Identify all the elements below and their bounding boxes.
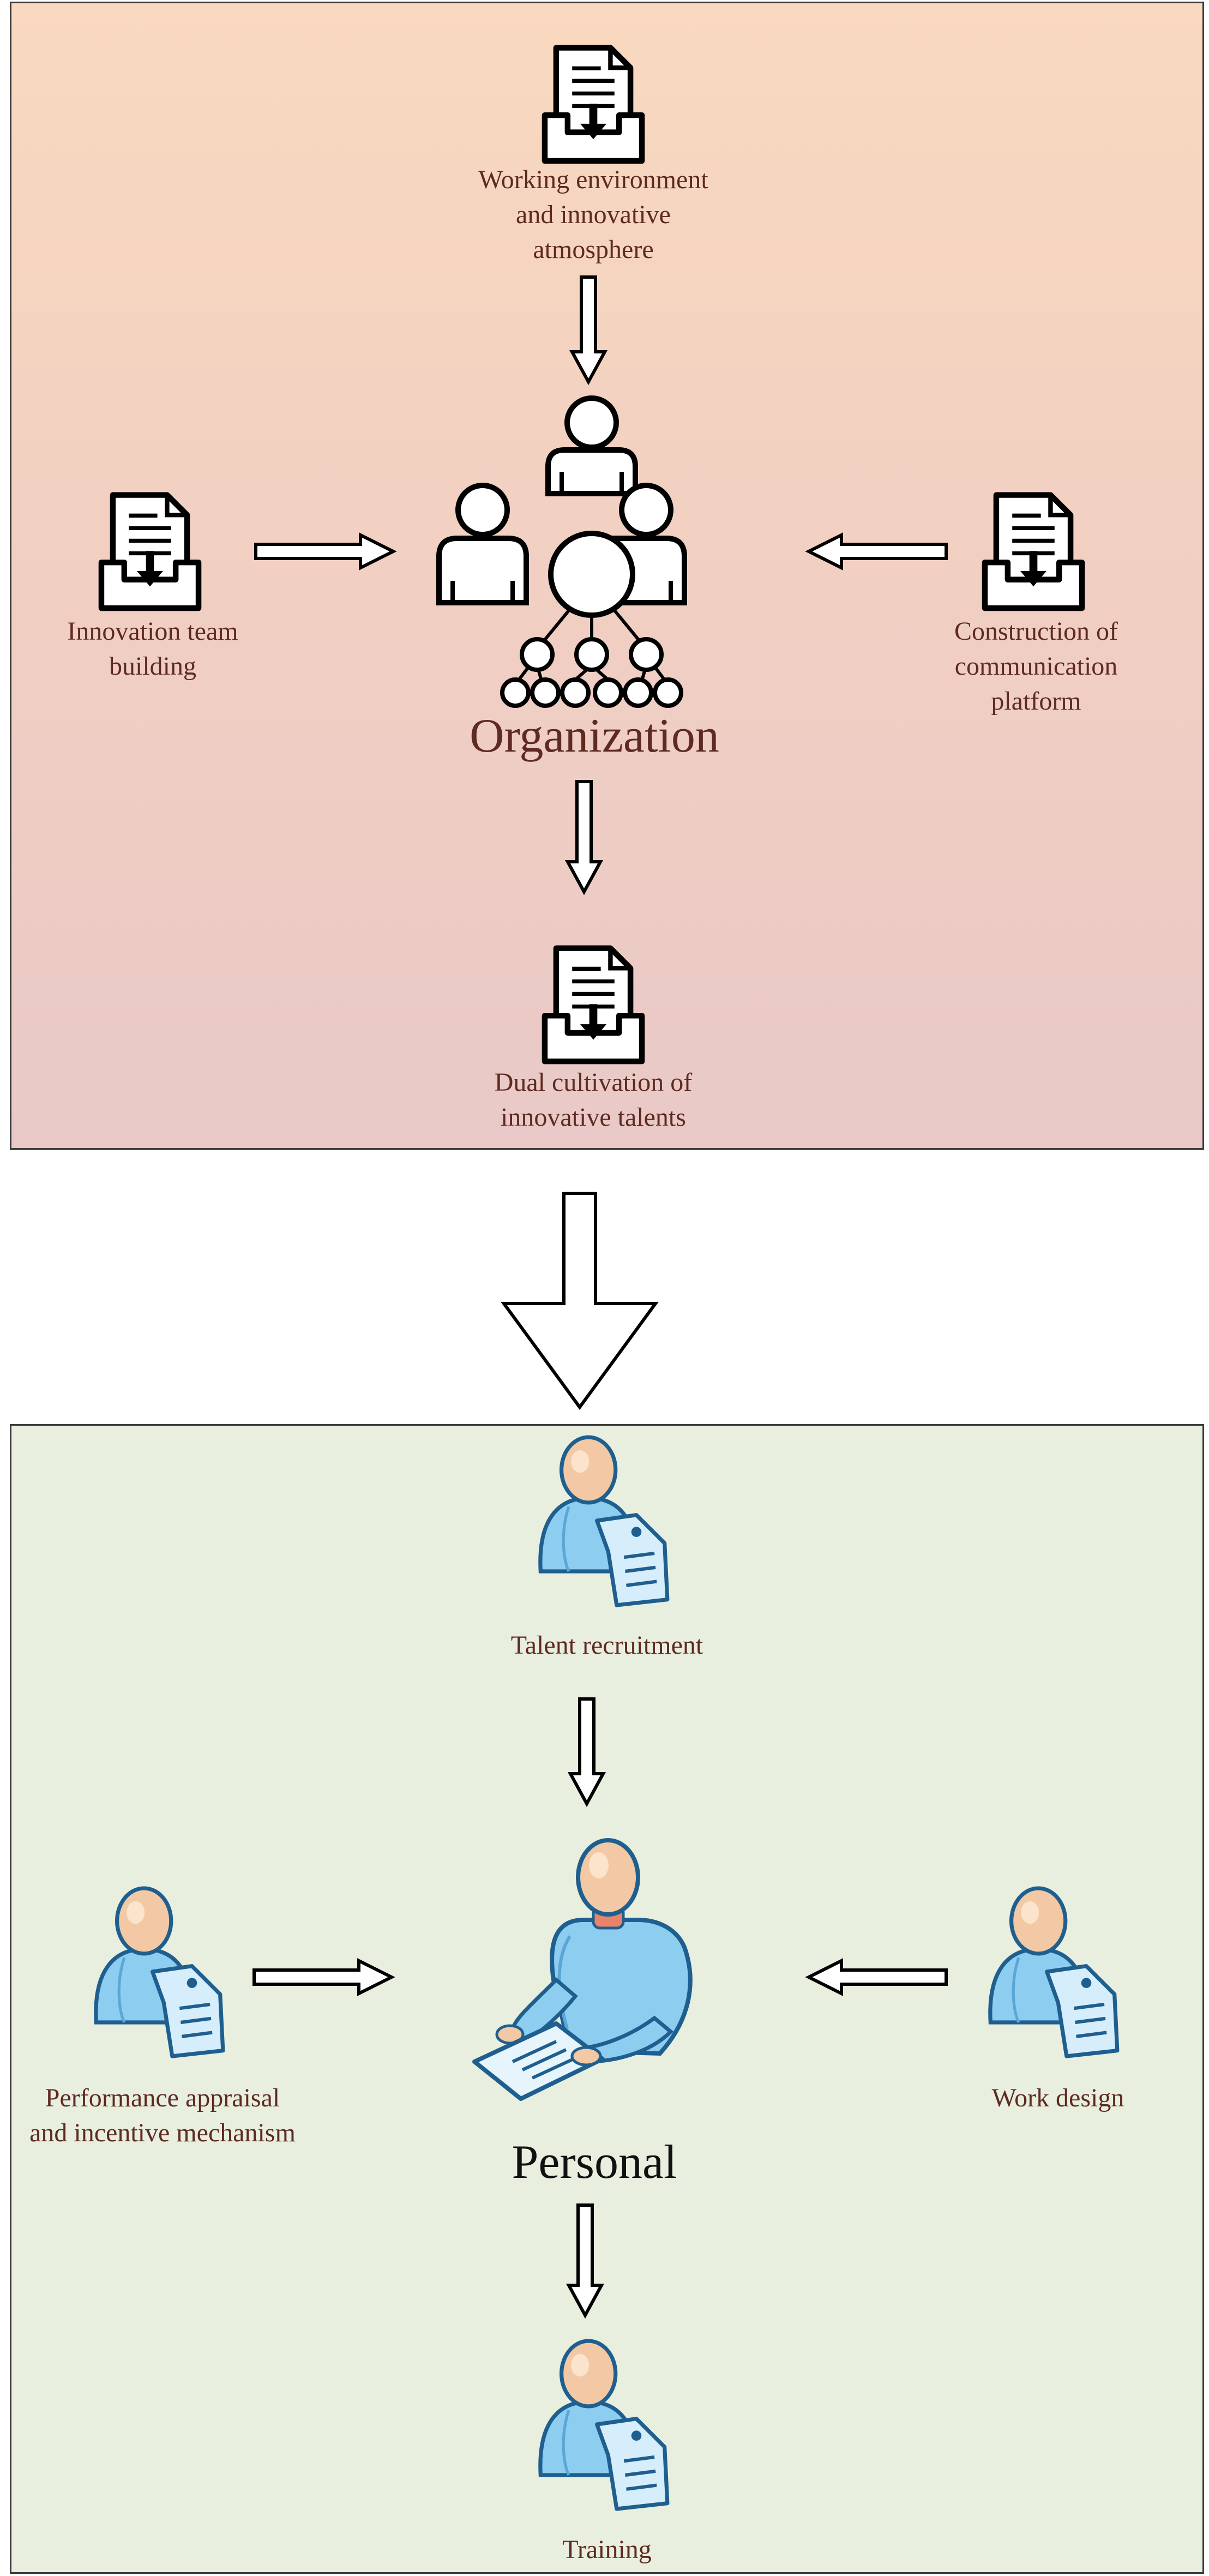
personal-input-top-label: Talent recruitment xyxy=(510,1631,703,1660)
arrow-left-icon xyxy=(805,532,948,571)
arrow-down-icon xyxy=(567,1697,606,1808)
org-output-label: Dual cultivation of innovative talents xyxy=(494,1068,693,1132)
person-with-tag-icon xyxy=(982,1887,1123,2056)
document-inbox-icon xyxy=(90,488,210,608)
person-with-tag-icon xyxy=(532,1436,673,1605)
document-inbox-icon xyxy=(533,941,653,1061)
org-input-right-label: Construction of communication platform xyxy=(954,617,1118,716)
arrow-down-icon xyxy=(564,780,604,896)
big-arrow-down-icon xyxy=(501,1192,659,1410)
person-with-tag-icon xyxy=(87,1887,229,2056)
organization-chart-icon xyxy=(436,395,687,708)
arrow-down-icon xyxy=(569,275,608,386)
person-with-tag-icon xyxy=(532,2340,673,2509)
document-inbox-icon xyxy=(533,41,653,161)
personal-output-label: Training xyxy=(562,2535,652,2564)
arrow-down-icon xyxy=(566,2203,605,2319)
org-input-top-label: Working environment and innovative atmos… xyxy=(478,165,708,264)
personal-input-right-label: Work design xyxy=(991,2083,1124,2112)
personal-title: Personal xyxy=(512,2136,677,2189)
person-with-document-icon xyxy=(472,1838,693,2101)
arrow-right-icon xyxy=(254,532,397,571)
organization-title: Organization xyxy=(470,710,719,762)
arrow-right-icon xyxy=(252,1958,395,1996)
document-inbox-icon xyxy=(973,488,1093,608)
org-input-left-label: Innovation team building xyxy=(67,617,238,681)
arrow-left-icon xyxy=(805,1958,948,1996)
personal-input-left-label: Performance appraisal and incentive mech… xyxy=(29,2083,296,2147)
